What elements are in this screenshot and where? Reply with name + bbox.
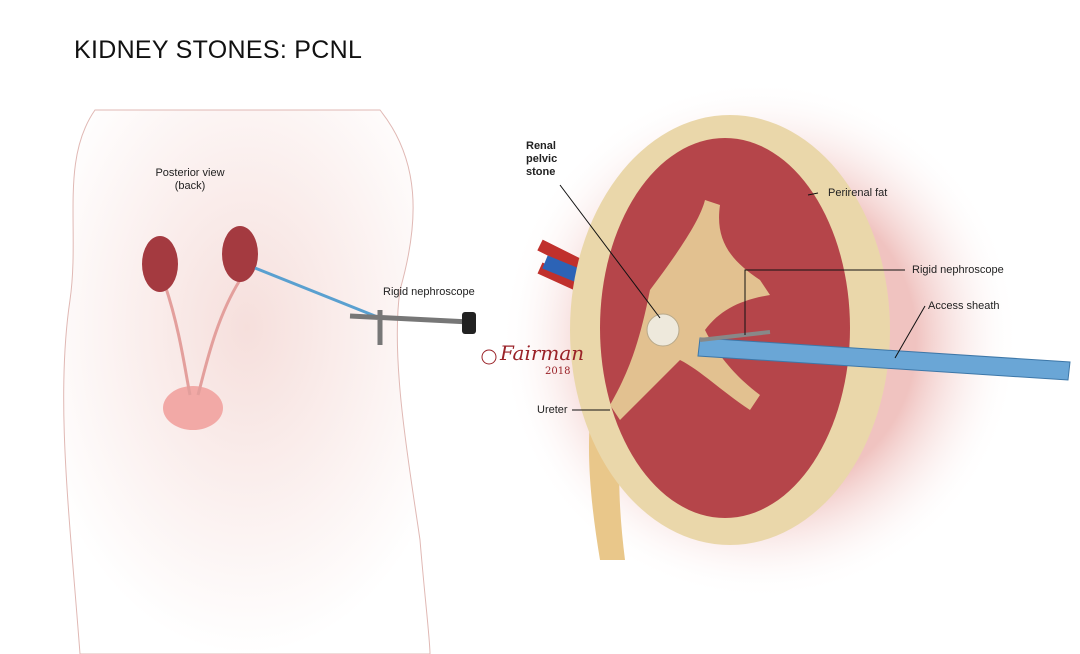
stone-label-line1: Renal bbox=[526, 140, 556, 152]
left-kidney-small bbox=[142, 236, 178, 292]
right-nephroscope-label: Rigid nephroscope bbox=[912, 264, 1004, 276]
access-sheath-label: Access sheath bbox=[928, 300, 1000, 312]
view-label-line1: Posterior view bbox=[155, 167, 225, 179]
ureters bbox=[163, 279, 242, 396]
stone-label-line3: stone bbox=[526, 166, 556, 178]
right-kidney-small bbox=[222, 226, 258, 282]
renal-pelvis bbox=[610, 200, 770, 420]
page-title: KIDNEY STONES: PCNL bbox=[74, 36, 363, 64]
renal-pelvic-stone bbox=[646, 313, 680, 347]
perirenal-fat-label: Perirenal fat bbox=[828, 187, 888, 199]
view-label-line2: (back) bbox=[174, 180, 206, 192]
signature: Fairman 2018 bbox=[481, 341, 584, 377]
kidney-large bbox=[600, 138, 850, 518]
svg-text:Fairman: Fairman bbox=[499, 341, 584, 365]
ureter-label: Ureter bbox=[537, 404, 568, 416]
stone-label-line2: pelvic bbox=[526, 153, 558, 165]
svg-text:2018: 2018 bbox=[545, 366, 570, 377]
posterior-view-label: Posterior view (back) bbox=[154, 167, 226, 193]
left-nephroscope-label: Rigid nephroscope bbox=[383, 286, 475, 298]
bladder bbox=[163, 386, 223, 430]
nephroscope-handle bbox=[349, 310, 471, 345]
body-outline bbox=[63, 109, 431, 654]
leader-lines bbox=[559, 184, 926, 411]
stone-label: Renal pelvic stone bbox=[526, 140, 557, 179]
access-sheath bbox=[697, 337, 1071, 381]
nephroscope-small bbox=[254, 266, 381, 320]
